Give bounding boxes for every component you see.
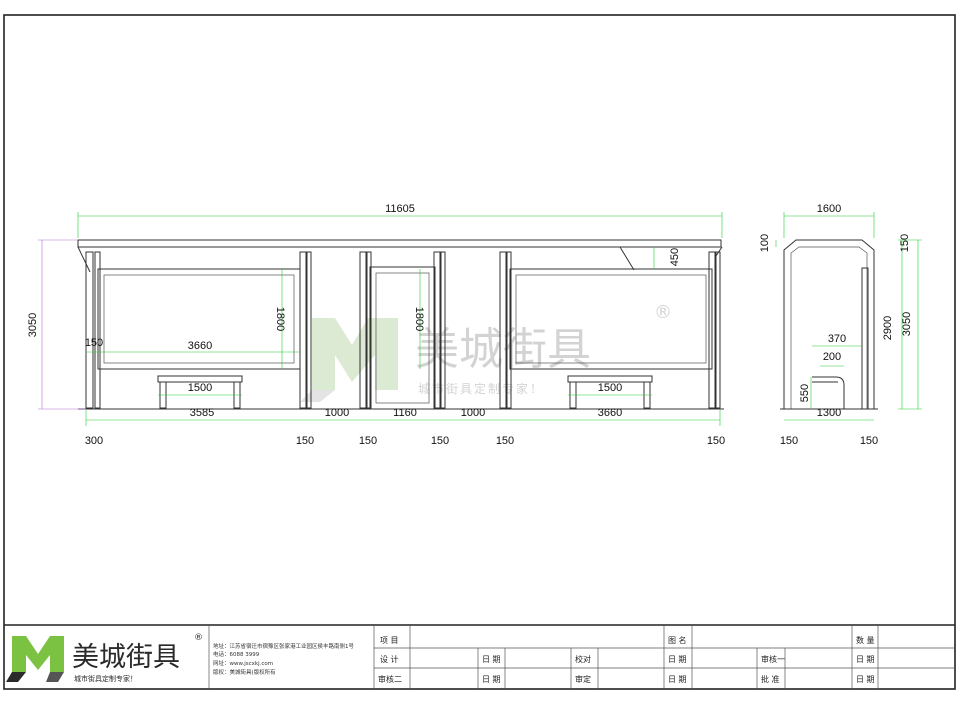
dim-post-5: 150	[496, 435, 514, 447]
front-posts	[85, 251, 721, 409]
side-frame-outer	[783, 239, 875, 409]
watermark-brand: 美城街具	[415, 324, 591, 375]
dim-post-2: 150	[296, 435, 314, 447]
dim-bottom-5: 3660	[598, 407, 622, 419]
title-logo-icon	[6, 636, 64, 682]
label-design: 设 计	[380, 654, 399, 664]
dim-side-top-thickness: 150	[899, 234, 911, 252]
label-date-6: 日 期	[856, 675, 875, 684]
front-roof-right-bracket	[619, 246, 635, 271]
sheet-border	[3, 14, 956, 690]
front-dimensions	[38, 212, 723, 426]
dim-seat-inner: 200	[823, 351, 841, 363]
watermark-slogan: 城市街具定制专家！	[418, 381, 544, 396]
label-approve: 审定	[575, 674, 591, 684]
dim-post-4: 150	[431, 435, 449, 447]
label-review-2: 审核二	[378, 674, 402, 684]
dim-bottom-2: 1000	[325, 407, 349, 419]
label-quantity: 数 量	[856, 635, 875, 645]
title-grid-lines	[374, 625, 955, 689]
label-date-1: 日 期	[482, 655, 501, 664]
dim-seat-height: 550	[799, 384, 811, 402]
front-right-ad-panel-inner	[515, 274, 707, 364]
dim-post-3: 150	[359, 435, 377, 447]
dim-bottom-3: 1160	[393, 407, 417, 419]
dim-seat-depth: 370	[828, 333, 846, 345]
dim-mid-panel-height: 1800	[413, 307, 425, 331]
dim-bench-left: 1500	[188, 382, 212, 394]
dim-side-height: 3050	[901, 312, 913, 336]
company-address: 地址：江苏省宿迁市宿豫区张家港工业园区侯丰路南侧1号	[213, 642, 355, 650]
title-logo-brand: 美城街具	[72, 642, 180, 673]
label-date-4: 日 期	[482, 675, 501, 684]
side-view: 1600 100 150 2900 3050 370 200 550 1300 …	[759, 203, 922, 447]
watermark-logo-icon	[300, 318, 398, 402]
side-seat	[812, 376, 845, 409]
company-copyright: 版权：美城街具(版权所有	[213, 668, 276, 676]
dim-left-panel-width: 3660	[188, 340, 212, 352]
front-left-ad-panel-inner	[103, 274, 295, 364]
dim-bottom-1: 3585	[190, 407, 214, 419]
front-right-ad-panel	[509, 268, 713, 370]
dim-bench-right: 1500	[598, 382, 622, 394]
label-date-3: 日 期	[856, 655, 875, 664]
dim-post-1: 300	[85, 435, 103, 447]
company-phone: 电话：6088 3999	[213, 650, 260, 658]
label-drawing-name: 图 名	[668, 635, 687, 645]
title-logo-registered: ®	[194, 633, 203, 643]
front-view: 11605 3050 1800 1800 450 150 3660 1500 1…	[27, 203, 725, 447]
label-date-2: 日 期	[668, 655, 687, 664]
company-website: 网址：www.jscxkj.com	[213, 659, 273, 667]
side-dimensions	[775, 212, 922, 421]
side-frame-inner	[790, 246, 868, 409]
front-roof	[77, 239, 722, 248]
front-left-ad-panel	[97, 268, 301, 370]
dim-left-offset: 150	[85, 337, 103, 349]
dim-seat-offset: 1300	[817, 407, 841, 419]
dim-side-post-right: 150	[860, 435, 878, 447]
title-block: 美城街具 ® 城市街具定制专家！ 地址：江苏省宿迁市宿豫区张家港工业园区侯丰路南…	[4, 624, 955, 689]
label-proofread: 校对	[575, 654, 591, 664]
front-roof-left-bracket	[77, 246, 91, 273]
label-project: 项 目	[380, 636, 399, 645]
dim-front-height: 3050	[27, 313, 39, 337]
dim-side-post-left: 150	[780, 435, 798, 447]
dim-roof-drop: 450	[669, 248, 681, 266]
dim-side-clear-height: 2900	[882, 316, 894, 340]
dim-side-width: 1600	[817, 203, 841, 215]
label-sanction: 批 准	[761, 674, 780, 684]
dim-left-panel-height: 1800	[274, 307, 286, 331]
watermark-registered: ®	[654, 302, 672, 323]
label-date-5: 日 期	[668, 675, 687, 684]
title-logo-slogan: 城市街具定制专家！	[74, 674, 137, 683]
dim-overall-width: 11605	[385, 203, 415, 215]
dim-side-roof-thickness: 100	[759, 234, 771, 252]
dim-bottom-4: 1000	[461, 407, 485, 419]
dim-post-6: 150	[707, 435, 725, 447]
label-review-1: 审核一	[761, 654, 785, 664]
front-middle-panel-inner	[375, 272, 430, 404]
